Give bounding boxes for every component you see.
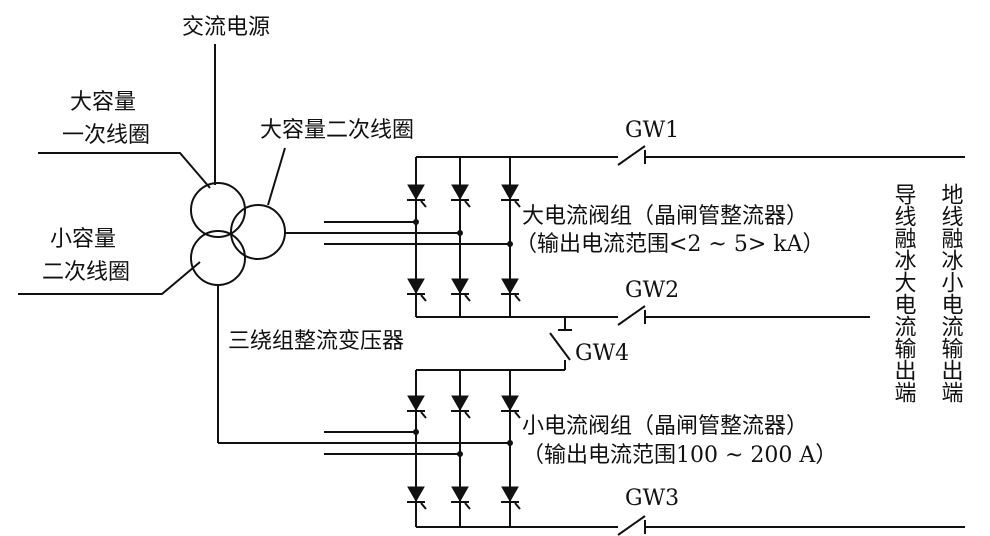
big-primary-label-1: 大容量 bbox=[70, 90, 136, 115]
gw2-switch bbox=[617, 305, 646, 326]
small-valve-bridge bbox=[406, 370, 521, 527]
big-primary-leader bbox=[38, 152, 211, 189]
gw4-switch bbox=[549, 317, 572, 370]
big-secondary-leader bbox=[267, 147, 286, 206]
gw3-switch bbox=[617, 515, 646, 536]
gw1-switch bbox=[617, 145, 646, 166]
big-secondary-label: 大容量二次线圈 bbox=[260, 118, 414, 143]
big-valve-range: （输出电流范围<2 ~ 5> kA） bbox=[515, 232, 825, 257]
small-secondary-winding bbox=[190, 230, 246, 286]
ac-source-label: 交流电源 bbox=[182, 15, 270, 40]
transformer-label: 三绕组整流变压器 bbox=[228, 329, 404, 354]
small-ac-feed bbox=[217, 285, 510, 455]
big-primary-label-2: 一次线圈 bbox=[62, 123, 150, 148]
big-valve-bridge bbox=[406, 157, 521, 317]
small-secondary-label-2: 二次线圈 bbox=[42, 260, 130, 285]
small-valve-title: 小电流阀组（晶闸管整流器） bbox=[522, 414, 808, 439]
gw2-label: GW2 bbox=[625, 278, 679, 303]
big-output-label: 导线融冰大电流输出端 bbox=[891, 183, 917, 403]
gw4-label: GW4 bbox=[575, 341, 629, 366]
big-secondary-winding bbox=[230, 204, 286, 260]
small-output-label: 地线融冰小电流输出端 bbox=[938, 183, 964, 403]
small-valve-range: （输出电流范围100 ~ 200 A） bbox=[522, 443, 837, 468]
small-secondary-leader bbox=[18, 261, 201, 295]
small-secondary-label-1: 小容量 bbox=[50, 227, 116, 252]
gw1-label: GW1 bbox=[625, 118, 679, 143]
big-primary-winding bbox=[190, 182, 246, 238]
big-ac-feed bbox=[285, 221, 510, 245]
gw3-label: GW3 bbox=[625, 486, 679, 511]
big-valve-title: 大电流阀组（晶闸管整流器） bbox=[522, 204, 808, 229]
three-winding-transformer bbox=[190, 182, 286, 286]
